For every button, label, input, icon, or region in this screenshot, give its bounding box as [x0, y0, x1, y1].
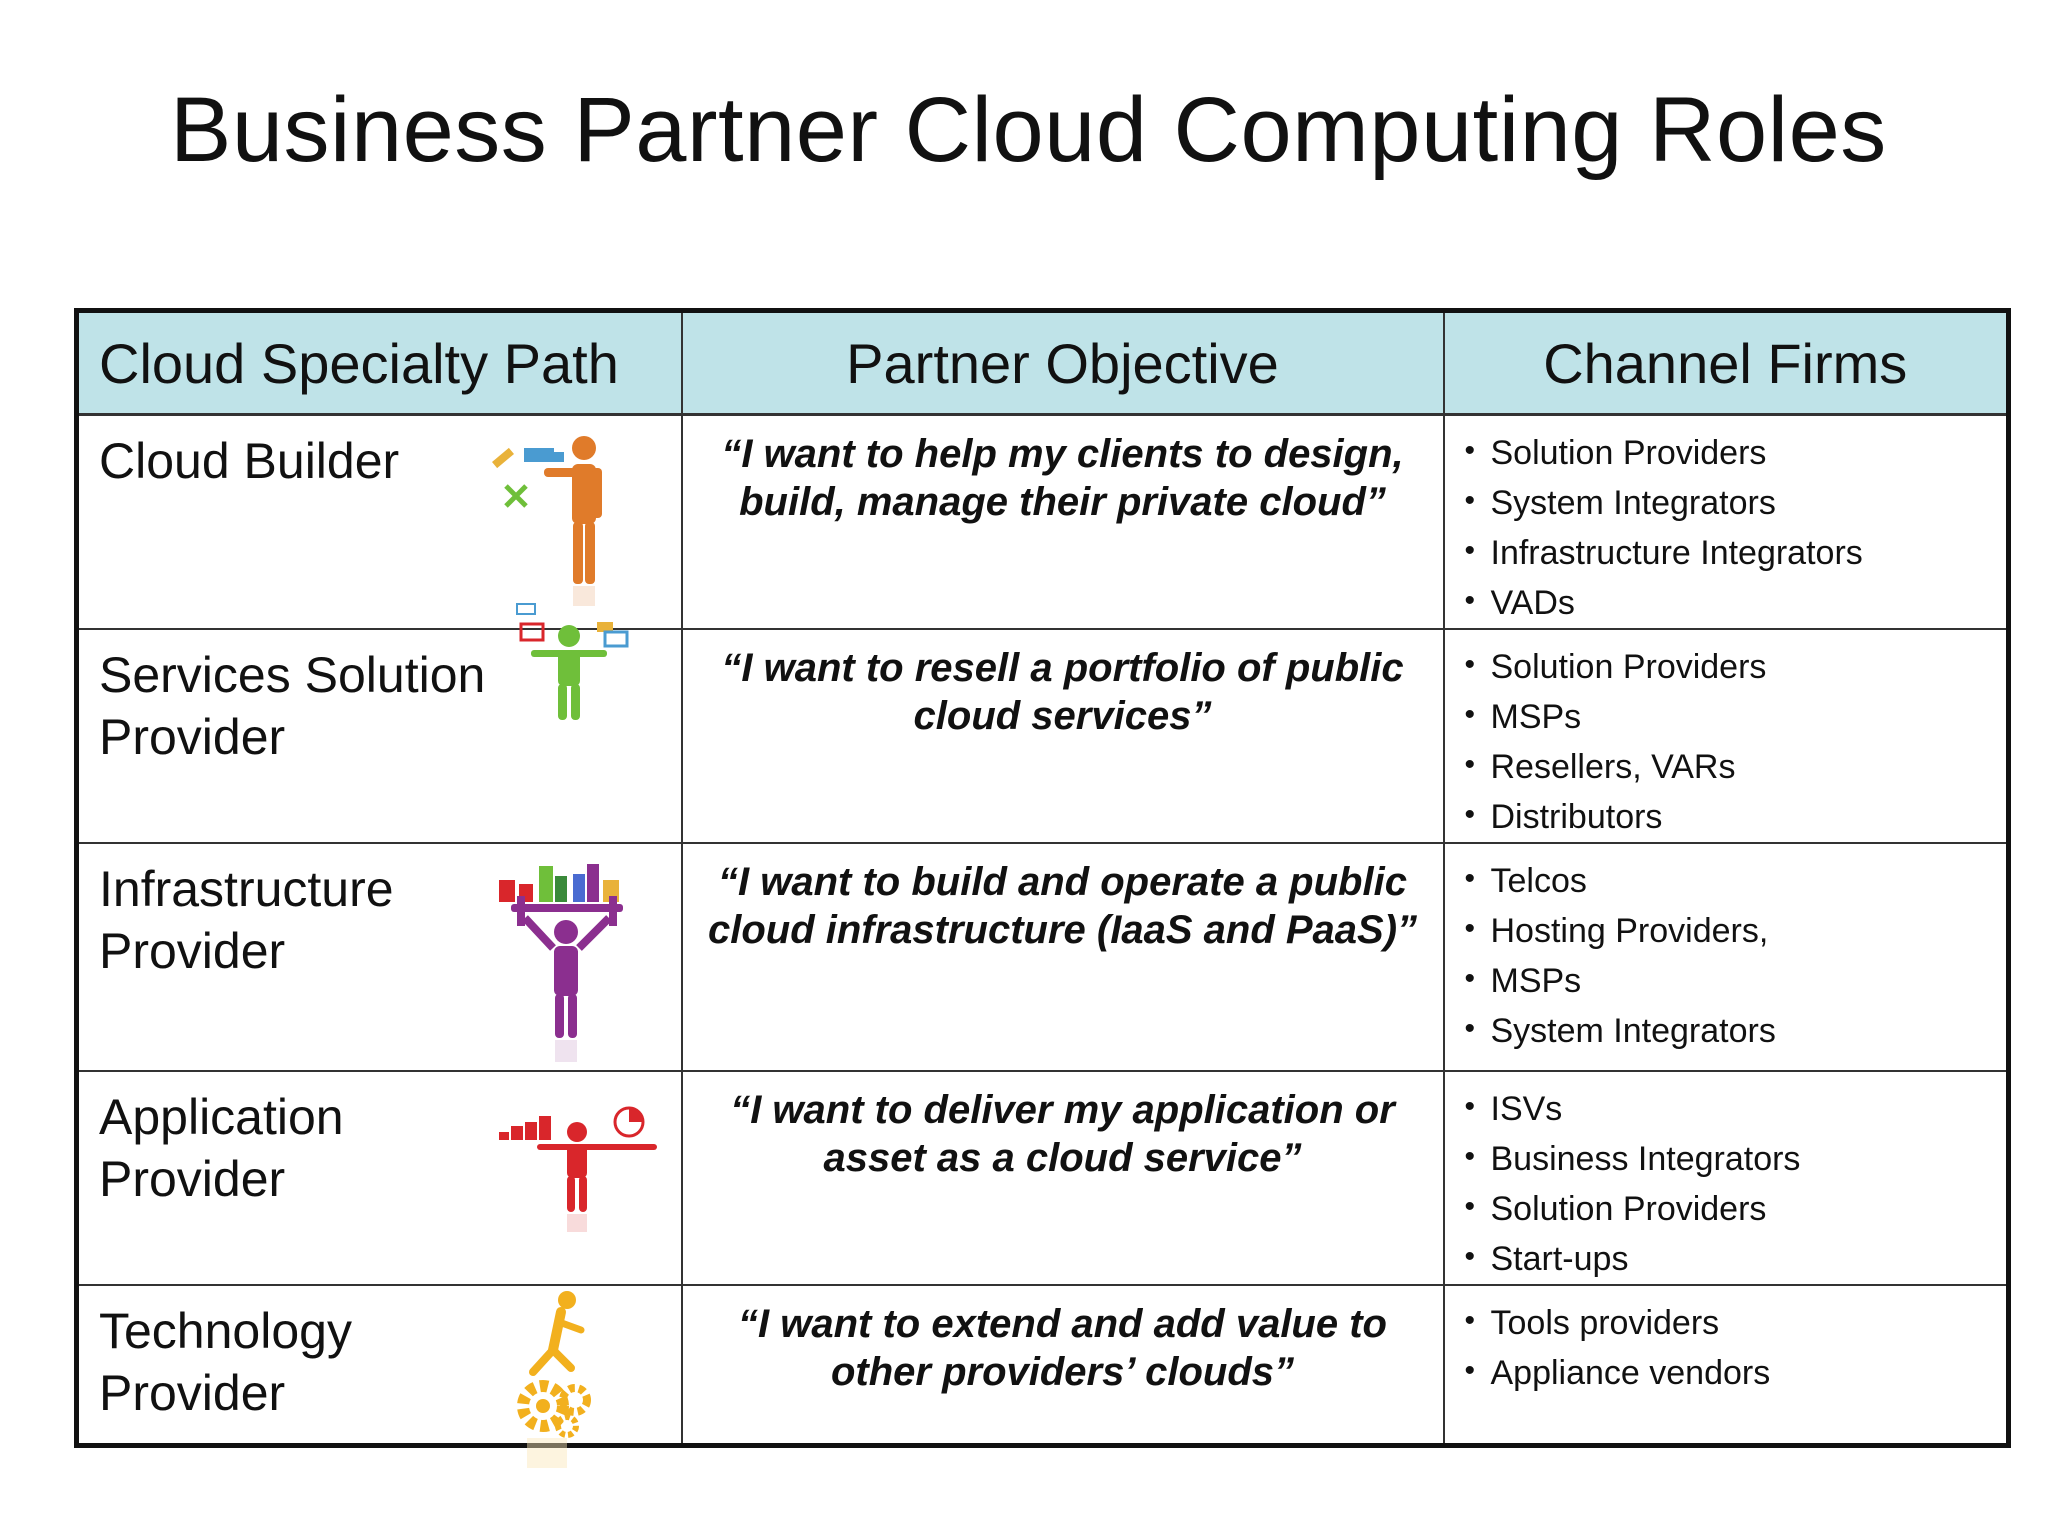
path-name: Infrastructure Provider — [99, 861, 394, 979]
firms-cell: Solution Providers System Integrators In… — [1442, 413, 2010, 630]
path-cell: Services Solution Provider — [75, 603, 683, 844]
table-row: Application Provider “I want — [75, 1070, 2010, 1286]
path-cell: Technology Provider — [75, 1284, 683, 1468]
objective-cell: “I want to extend and add value to other… — [680, 1284, 1445, 1446]
list-item: Distributors — [1465, 790, 2007, 842]
objective-cell: “I want to build and operate a public cl… — [680, 842, 1445, 1072]
list-item: Resellers, VARs — [1465, 740, 2007, 792]
list-item: System Integrators — [1465, 1004, 2007, 1056]
technology-provider-icon — [517, 1291, 591, 1468]
infrastructure-provider-icon — [499, 864, 623, 1062]
firms-cell: Solution Providers MSPs Resellers, VARs … — [1442, 628, 2010, 844]
path-name: Cloud Builder — [99, 433, 400, 489]
list-item: Start-ups — [1465, 1232, 2007, 1284]
application-provider-icon — [499, 1106, 657, 1232]
table-row: Cloud Builder “I want to hel — [75, 413, 2010, 630]
list-item: MSPs — [1465, 690, 2007, 742]
list-item: Tools providers — [1465, 1296, 2007, 1348]
list-item: Infrastructure Integrators — [1465, 526, 2007, 578]
list-item: Solution Providers — [1465, 426, 2007, 478]
path-cell: Infrastructure Provider — [75, 842, 683, 1072]
channel-firms-list: Solution Providers System Integrators In… — [1445, 416, 2007, 628]
objective-cell: “I want to deliver my application or ass… — [680, 1070, 1445, 1286]
channel-firms-list: Tools providers Appliance vendors — [1445, 1286, 2007, 1398]
partner-objective: “I want to build and operate a public cl… — [707, 860, 1418, 952]
table-row: Services Solution Provider “I want to re… — [75, 603, 2010, 844]
list-item: Business Integrators — [1465, 1132, 2007, 1184]
services-solution-provider-icon — [516, 603, 629, 720]
cloud-builder-icon — [492, 436, 602, 606]
partner-objective: “I want to extend and add value to other… — [738, 1302, 1387, 1394]
partner-objective: “I want to deliver my application or ass… — [730, 1088, 1395, 1180]
roles-table: Cloud Specialty Path Partner Objective C… — [74, 308, 2011, 1468]
objective-cell: “I want to resell a portfolio of public … — [680, 628, 1445, 844]
list-item: Solution Providers — [1465, 1182, 2007, 1234]
list-item: Solution Providers — [1465, 640, 2007, 692]
path-name: Services Solution Provider — [99, 647, 486, 765]
slide-title: Business Partner Cloud Computing Roles — [170, 79, 1887, 181]
list-item: Hosting Providers, — [1465, 904, 2007, 956]
header-row: Cloud Specialty Path Partner Objective C… — [75, 309, 2010, 416]
channel-firms-list: ISVs Business Integrators Solution Provi… — [1445, 1072, 2007, 1284]
channel-firms-list: Telcos Hosting Providers, MSPs System In… — [1445, 844, 2007, 1056]
path-name: Technology Provider — [99, 1303, 352, 1421]
path-cell: Cloud Builder — [75, 413, 683, 630]
header-cloud-specialty-path: Cloud Specialty Path — [75, 309, 683, 416]
list-item: MSPs — [1465, 954, 2007, 1006]
header-partner-objective: Partner Objective — [680, 309, 1445, 416]
objective-cell: “I want to help my clients to design, bu… — [680, 413, 1445, 630]
channel-firms-list: Solution Providers MSPs Resellers, VARs … — [1445, 630, 2007, 842]
partner-objective: “I want to help my clients to design, bu… — [721, 432, 1404, 524]
firms-cell: ISVs Business Integrators Solution Provi… — [1442, 1070, 2010, 1286]
table-row: Technology Provider “I want to extend an… — [75, 1284, 2010, 1468]
list-item: VADs — [1465, 576, 2007, 628]
list-item: System Integrators — [1465, 476, 2007, 528]
header-channel-firms: Channel Firms — [1442, 309, 2010, 416]
path-name: Application Provider — [99, 1089, 344, 1207]
table-row: Infrastructure Provider — [75, 842, 2010, 1072]
list-item: ISVs — [1465, 1082, 2007, 1134]
firms-cell: Tools providers Appliance vendors — [1442, 1284, 2010, 1446]
list-item: Appliance vendors — [1465, 1346, 2007, 1398]
partner-objective: “I want to resell a portfolio of public … — [721, 646, 1404, 738]
path-cell: Application Provider — [75, 1070, 683, 1286]
firms-cell: Telcos Hosting Providers, MSPs System In… — [1442, 842, 2010, 1072]
list-item: Telcos — [1465, 854, 2007, 906]
